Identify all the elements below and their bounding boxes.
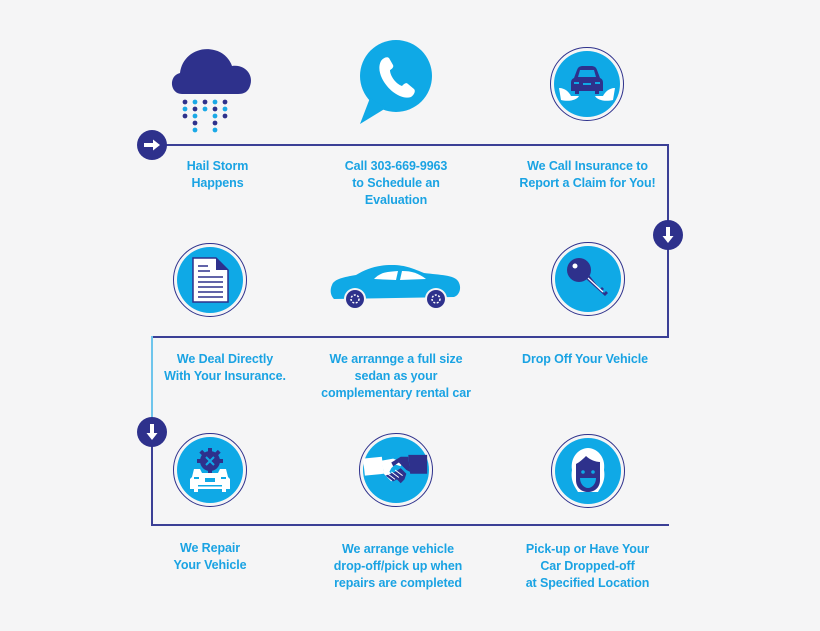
hail-cloud-icon [171,49,252,133]
happy-person-icon [571,448,605,492]
sedan-car-icon [330,265,461,310]
arrow-right-icon [144,139,160,151]
flow-line-left-vertical-upper [151,336,153,432]
step-1-icon [168,44,254,139]
step-8-icon [359,433,433,507]
step-6-label: Drop Off Your Vehicle [522,352,648,366]
key-icon [567,258,608,296]
document-icon [192,257,229,303]
flow-down-arrow-left [137,417,167,447]
step-2-label: Call 303-669-9963 to Schedule an Evaluat… [344,159,448,207]
step-9-icon [551,434,625,508]
car-repair-gear-icon [190,448,230,492]
step-7-label: We Repair Your Vehicle [173,541,247,572]
step-9-label: Pick-up or Have Your Car Dropped-off at … [525,542,650,590]
arrow-down-icon [662,227,674,243]
arrow-down-icon [146,424,158,440]
phone-chat-bubble-icon [360,40,432,124]
step-3-icon [550,47,624,121]
step-6-icon [551,242,625,316]
flow-line-row3 [151,524,669,526]
step-3-label: We Call Insurance to Report a Claim for … [519,159,656,190]
step-1-label: Hail Storm Happens [186,159,249,190]
step-5-icon [330,263,462,316]
flow-down-arrow-right [653,220,683,250]
step-5-label: We arrannge a full size sedan as your co… [321,352,471,400]
handshake-icon [363,454,428,484]
flow-start-arrow [137,130,167,160]
step-7-icon [173,433,247,507]
step-4-icon [173,243,247,317]
step-2-icon [356,40,436,131]
flow-line-row2 [152,336,669,338]
flow-line-left-vertical-lower [151,432,153,526]
step-8-label: We arrange vehicle drop-off/pick up when… [333,542,463,590]
flow-line-row1 [152,144,669,146]
car-in-hands-icon [559,66,615,101]
step-4-label: We Deal Directly With Your Insurance. [164,352,286,383]
